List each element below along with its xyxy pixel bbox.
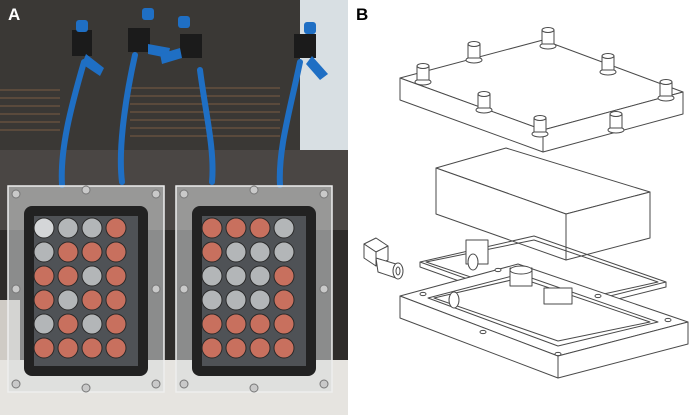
well	[81, 289, 103, 311]
well	[273, 289, 295, 311]
panel-label-b: B	[356, 5, 369, 24]
well	[81, 265, 103, 287]
well	[57, 217, 79, 239]
well	[105, 217, 127, 239]
base-inner-walls	[448, 239, 573, 309]
well	[273, 217, 295, 239]
well	[105, 337, 127, 359]
well	[201, 241, 223, 263]
well	[225, 313, 247, 335]
base-holes	[419, 267, 672, 357]
well	[57, 337, 79, 359]
screw-icon	[11, 284, 21, 294]
well	[273, 265, 295, 287]
well	[249, 313, 271, 335]
valve-icons	[72, 8, 328, 80]
screw-icon	[81, 383, 91, 393]
well	[57, 241, 79, 263]
screw-icon	[11, 189, 21, 199]
well	[225, 241, 247, 263]
screw-icon	[81, 185, 91, 195]
well	[201, 313, 223, 335]
well-plate-block	[435, 147, 651, 261]
well	[105, 289, 127, 311]
well	[81, 313, 103, 335]
well	[105, 313, 127, 335]
panel-label-a: A	[8, 5, 21, 24]
well	[81, 217, 103, 239]
chamber-2	[175, 185, 333, 393]
well	[33, 313, 55, 335]
screw-icon	[319, 189, 329, 199]
well	[201, 265, 223, 287]
well	[225, 289, 247, 311]
screw-icon	[249, 383, 259, 393]
well	[273, 241, 295, 263]
exploded-view-drawing	[363, 27, 689, 379]
screw-icon	[151, 379, 161, 389]
well	[225, 265, 247, 287]
screw-icon	[151, 284, 161, 294]
well	[273, 337, 295, 359]
well	[105, 265, 127, 287]
well	[33, 289, 55, 311]
screw-icon	[11, 379, 21, 389]
well	[225, 337, 247, 359]
screw-icon	[319, 379, 329, 389]
screw-icon	[319, 284, 329, 294]
well	[33, 241, 55, 263]
well	[201, 217, 223, 239]
screw-icon	[179, 284, 189, 294]
well	[57, 289, 79, 311]
screw-icon	[179, 189, 189, 199]
well	[249, 217, 271, 239]
chamber-photo	[0, 0, 348, 415]
lid-bolts	[414, 27, 675, 138]
well	[33, 337, 55, 359]
screw-icon	[249, 185, 259, 195]
well	[225, 217, 247, 239]
panel-a-photo: A	[0, 0, 348, 415]
screw-icon	[179, 379, 189, 389]
well	[33, 265, 55, 287]
well	[273, 313, 295, 335]
chamber-1	[7, 185, 165, 393]
panel-b-exploded-diagram: B	[348, 0, 693, 415]
well	[105, 241, 127, 263]
base-recess	[427, 273, 659, 347]
well	[57, 313, 79, 335]
well	[249, 337, 271, 359]
well	[249, 289, 271, 311]
screw-icon	[151, 189, 161, 199]
well	[57, 265, 79, 287]
well	[81, 241, 103, 263]
base-plate	[399, 239, 689, 379]
well	[33, 217, 55, 239]
well	[201, 289, 223, 311]
top-lid	[399, 27, 684, 153]
well	[201, 337, 223, 359]
blue-tubing	[58, 52, 303, 188]
well	[249, 241, 271, 263]
well	[81, 337, 103, 359]
well	[249, 265, 271, 287]
valve-fitting-icon	[363, 237, 404, 280]
